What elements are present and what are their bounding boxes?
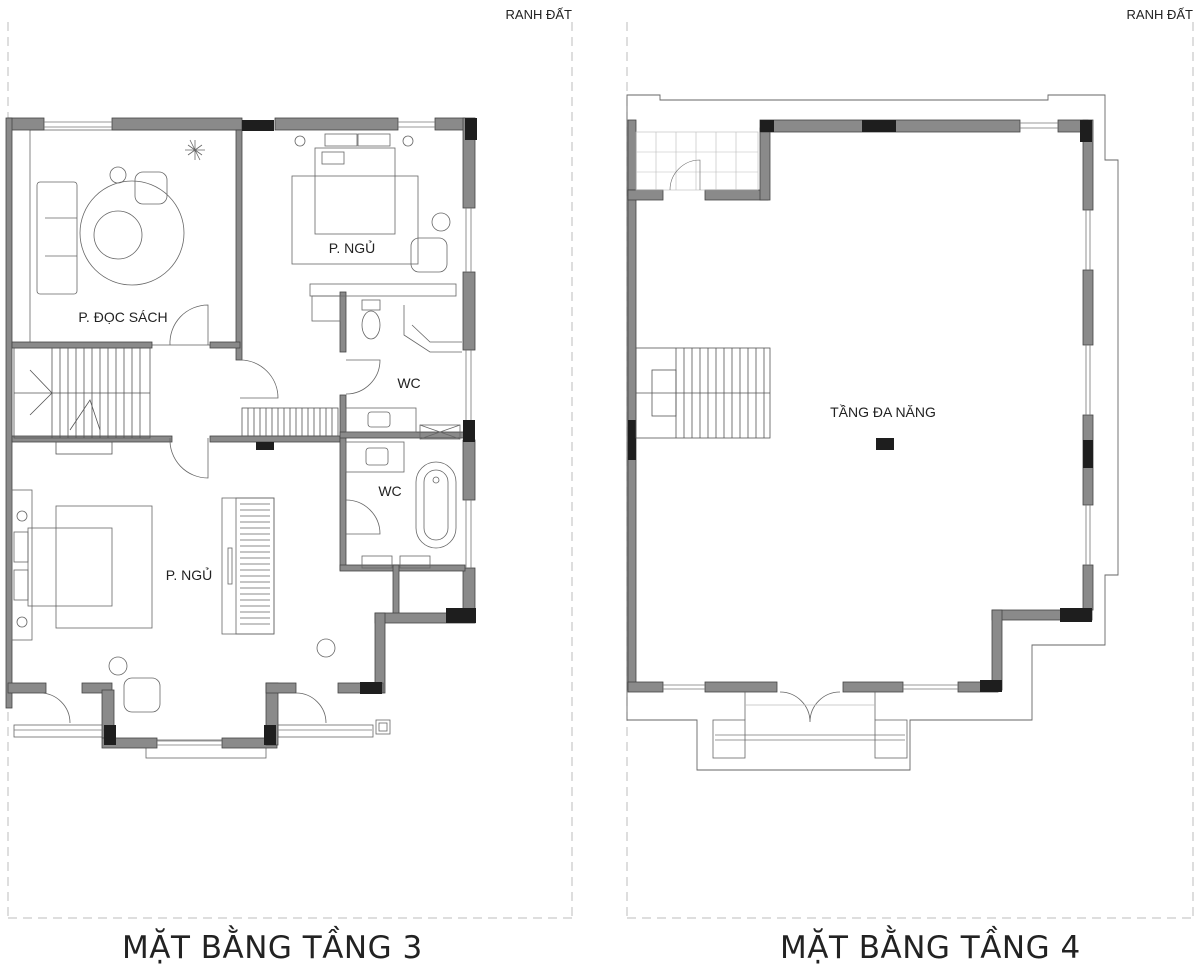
floor-4-title: MẶT BẰNG TẦNG 4: [780, 930, 1081, 966]
floor-4-top-terrace: [635, 131, 759, 191]
floor-4-windows: [663, 122, 1091, 741]
floor-3-room-labels: P. ĐỌC SÁCH P. NGỦ WC WC P. NGỦ: [78, 239, 420, 583]
floor-3-boundary: [7, 22, 573, 919]
floor-4-terrace-outline: [626, 94, 1119, 771]
room-label-bedroom-bottom: P. NGỦ: [166, 566, 212, 583]
floor-4-boundary-label: RANH ĐẤT: [1127, 7, 1194, 22]
room-label-wc-bottom: WC: [378, 483, 401, 499]
wc-fixtures: [345, 299, 462, 569]
reading-room-furniture: [36, 139, 205, 295]
room-label-multipurpose: TẦNG ĐA NĂNG: [830, 404, 936, 420]
room-label-bedroom-top: P. NGỦ: [329, 239, 375, 256]
floor-3-windows: [14, 121, 472, 746]
floor-4-bottom-balcony: [712, 691, 908, 759]
floor-3-plan: RANH ĐẤT: [5, 7, 573, 919]
floor-4-boundary: [626, 22, 1194, 919]
floor-4-plan: RANH ĐẤT: [626, 7, 1194, 919]
top-bedroom-furniture: [291, 133, 457, 322]
floor-4-walls: [627, 119, 1094, 693]
bottom-bedroom-furniture: [11, 489, 391, 735]
floor-3-walls: [5, 117, 476, 749]
floor-3-title: MẶT BẰNG TẦNG 3: [122, 930, 423, 966]
floor-4-columns: [628, 120, 1093, 692]
floor-3-doors: [39, 304, 381, 724]
floor-4-stairs: [635, 347, 771, 439]
floor-3-stairs: [13, 347, 339, 455]
floor-3-outline: [13, 129, 374, 759]
floor-3-columns: [104, 118, 477, 745]
room-label-wc-top: WC: [397, 375, 420, 391]
floor-3-boundary-label: RANH ĐẤT: [506, 7, 573, 22]
room-label-reading-room: P. ĐỌC SÁCH: [78, 309, 167, 325]
